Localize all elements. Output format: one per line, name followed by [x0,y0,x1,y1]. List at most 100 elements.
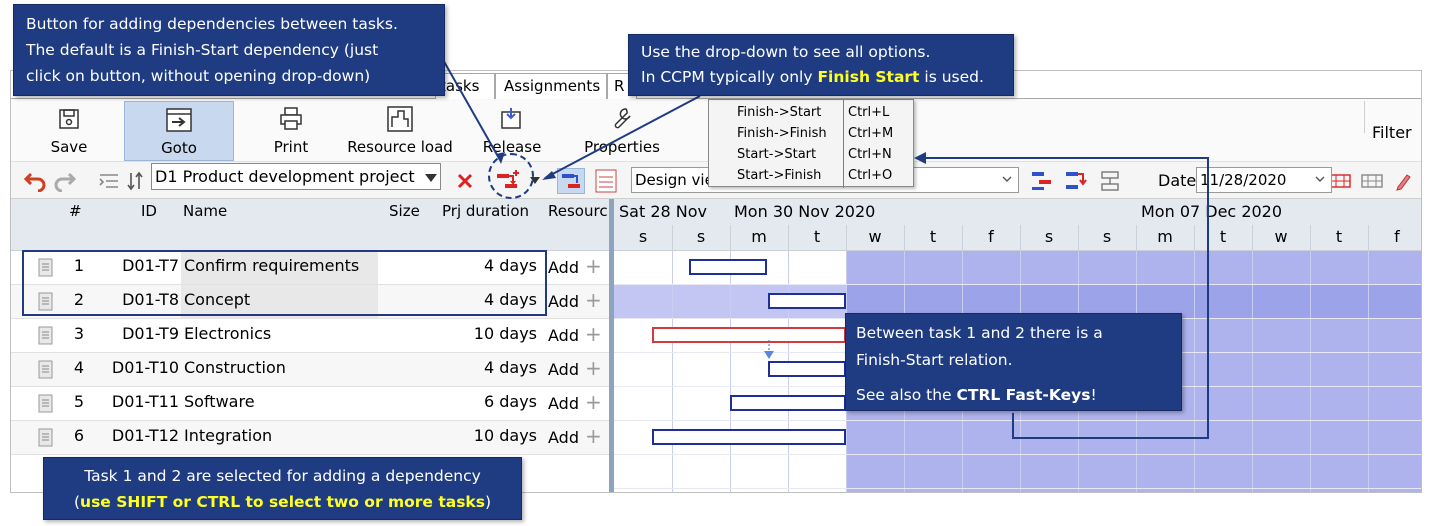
plus-icon[interactable]: + [584,288,602,312]
print-button[interactable]: Print [261,101,321,161]
row-name[interactable]: Electronics [184,324,272,343]
row-duration[interactable]: 4 days [483,358,537,377]
col-header-id[interactable]: ID [141,202,157,220]
add-resource-link[interactable]: Add [548,292,579,311]
row-name[interactable]: Construction [184,358,286,377]
row-resource[interactable]: Add + [548,421,608,454]
row-name[interactable]: Software [184,392,255,411]
zoom-out-timeline-button[interactable] [1357,168,1387,194]
add-resource-link[interactable]: Add [548,394,579,413]
task-notes-icon[interactable] [37,258,55,278]
network-button[interactable] [1095,168,1125,194]
undo-button[interactable] [21,168,49,194]
add-resource-link[interactable]: Add [548,258,579,277]
callout-dropdown: Use the drop-down to see all options. In… [628,34,1014,96]
col-header-size[interactable]: Size [389,202,420,220]
release-button[interactable]: Release [479,101,545,161]
row-resource[interactable]: Add + [548,319,608,352]
edit-button[interactable] [1389,168,1417,194]
plus-icon[interactable]: + [584,322,602,346]
project-select[interactable]: D1 Product development project [151,163,441,190]
col-header-name[interactable]: Name [183,202,228,220]
row-size[interactable] [379,387,427,420]
plus-icon[interactable]: + [584,390,602,414]
plus-icon[interactable]: + [584,254,602,278]
day-separator [846,225,847,251]
plus-icon[interactable]: + [584,424,602,448]
callout-text-part: ) [484,493,492,511]
link-tasks-button[interactable] [557,168,585,194]
move-task-down-button[interactable] [1061,168,1091,194]
resource-load-button[interactable]: Resource load [344,101,456,161]
plus-icon[interactable]: + [584,356,602,380]
properties-button[interactable]: Properties [577,101,667,161]
col-header-resource[interactable]: Resource [548,202,608,220]
row-id: D01-T12 [111,426,179,445]
row-duration[interactable]: 10 days [473,426,537,445]
col-header-prj-duration[interactable]: Prj duration [442,202,530,220]
row-num: 1 [73,256,85,275]
add-resource-link[interactable]: Add [548,428,579,447]
row-resource[interactable]: Add + [548,285,608,318]
save-button[interactable]: Save [37,101,101,161]
task-notes-icon[interactable] [37,326,55,346]
row-duration[interactable]: 6 days [483,392,537,411]
task-notes-icon[interactable] [37,292,55,312]
callout-text-part: ( [73,493,81,511]
resource-load-label: Resource load [347,138,453,156]
task-notes-icon[interactable] [37,360,55,380]
row-name[interactable]: Concept [181,285,378,318]
filter-label[interactable]: Filter [1372,123,1412,142]
grid-splitter[interactable] [609,199,614,492]
delete-button[interactable] [451,168,479,194]
row-duration[interactable]: 4 days [483,256,537,275]
add-resource-link[interactable]: Add [548,326,579,345]
row-size[interactable] [379,319,427,352]
chevron-down-icon[interactable] [423,171,439,185]
row-resource[interactable]: Add + [548,353,608,386]
row-name[interactable]: Integration [184,426,273,445]
print-label: Print [273,138,309,156]
task-notes-icon[interactable] [37,394,55,414]
gantt-bar[interactable] [768,293,846,309]
goto-button[interactable]: Goto [124,101,234,161]
task-notes-icon[interactable] [37,428,55,448]
sort-button[interactable] [123,168,147,194]
properties-label: Properties [584,138,660,156]
day-separator [904,225,905,251]
row-duration[interactable]: 4 days [483,290,537,309]
row-resource[interactable]: Add + [548,251,608,284]
redo-button[interactable] [51,168,79,194]
gantt-down-icon [1066,172,1087,189]
row-duration[interactable]: 10 days [473,324,537,343]
add-resource-link[interactable]: Add [548,360,579,379]
row-id: D01-T8 [122,290,179,309]
day-label: t [1219,227,1227,246]
date-picker[interactable]: 11/28/2020 [1196,167,1332,193]
tab-assignments[interactable]: Assignments [495,73,607,99]
week-label: Sat 28 Nov [619,202,707,221]
col-header-num[interactable]: # [69,202,82,220]
move-task-up-button[interactable] [1027,168,1057,194]
printer-icon [261,101,321,137]
indent-button[interactable] [97,168,121,194]
pencil-icon [1396,174,1411,191]
gantt-bar[interactable] [652,429,846,445]
row-name[interactable]: Confirm requirements [181,251,378,284]
row-resource[interactable]: Add + [548,387,608,420]
row-size[interactable] [379,353,427,386]
row-size[interactable] [379,421,427,454]
design-devel-button[interactable] [591,168,621,194]
save-icon [37,101,101,137]
gantt-bar[interactable] [689,259,767,275]
